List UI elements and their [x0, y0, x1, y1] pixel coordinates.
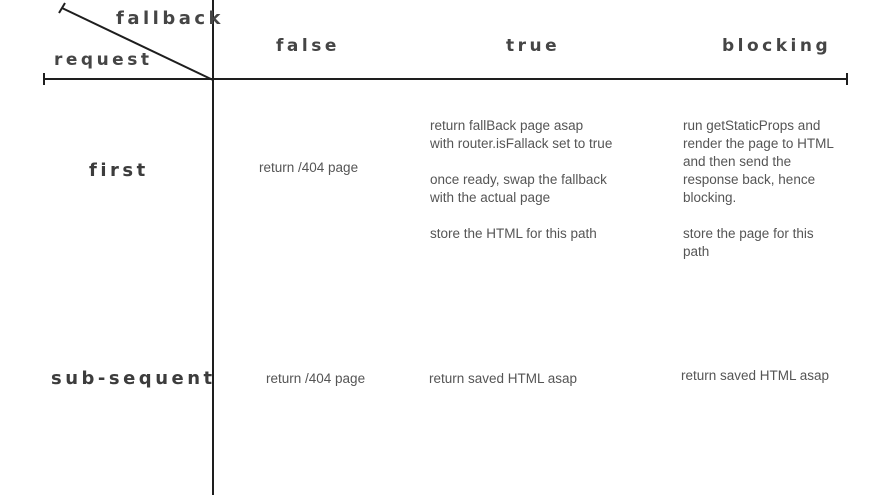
cell-text: run getStaticProps and render the page t… — [683, 118, 834, 205]
cell-text: return /404 page — [266, 371, 366, 386]
diagonal-corner-line — [61, 7, 214, 81]
column-header-true: true — [506, 36, 561, 56]
corner-fallback-label: fallback — [116, 8, 224, 29]
diagonal-end-tick — [58, 2, 66, 14]
cell-first-blocking: run getStaticProps and render the page t… — [683, 117, 868, 261]
cell-subsequent-blocking: return saved HTML asap — [681, 367, 866, 385]
cell-first-true: return fallBack page asap with router.is… — [430, 117, 660, 243]
cell-subsequent-true: return saved HTML asap — [429, 370, 629, 388]
cell-first-false: return /404 page — [259, 159, 399, 177]
cell-text: return fallBack page asap with router.is… — [430, 118, 613, 151]
row-header-first: first — [89, 160, 149, 181]
cell-text: return saved HTML asap — [681, 368, 830, 383]
cell-text: return /404 page — [259, 160, 359, 175]
cell-text: return saved HTML asap — [429, 371, 578, 386]
cell-subsequent-false: return /404 page — [266, 370, 406, 388]
row-header-sub-sequent: sub-sequent — [51, 368, 216, 389]
corner-request-label: request — [54, 50, 153, 70]
cell-text: store the HTML for this path — [430, 226, 597, 241]
cell-text: store the page for this path — [683, 226, 814, 259]
column-header-false: false — [276, 36, 340, 56]
cell-text: once ready, swap the fallback with the a… — [430, 172, 607, 205]
column-header-blocking: blocking — [722, 36, 832, 56]
